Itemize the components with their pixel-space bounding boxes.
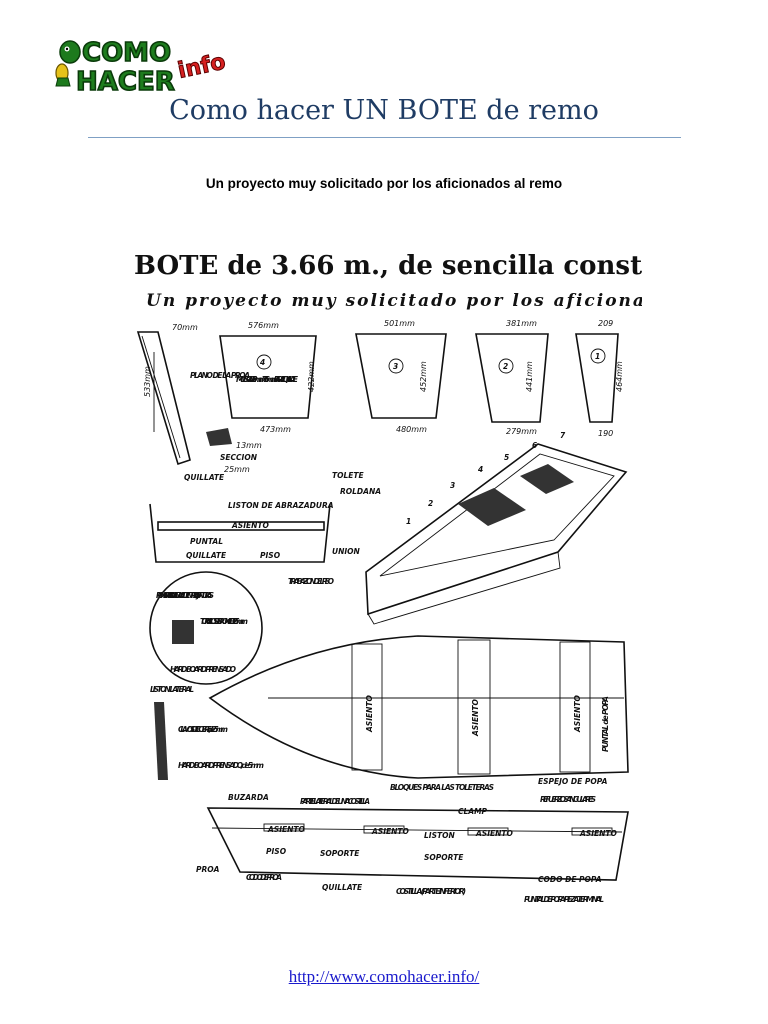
label-buzarda: BUZARDA (228, 793, 269, 802)
label-soporte-1: SOPORTE (320, 849, 360, 858)
label-costilla: COSTILLA (PARTE INFERIOR) (396, 887, 466, 896)
footer-site-link[interactable]: http://www.comohacer.info/ (288, 967, 480, 986)
label-muesca: MUESCA DE 9mm X 76mm PARA EL QUILLATE (236, 375, 299, 384)
page-title: Como hacer UN BOTE de remo (169, 95, 599, 126)
dim-501: 501mm (384, 319, 415, 328)
label-piso-side: PISO (266, 847, 287, 856)
joint-detail-drawing: PONER PABILO Y ALBAYALDE ENTRE LAS JUNTU… (149, 571, 263, 685)
label-espejo: ESPEJO DE POPA (538, 777, 608, 786)
label-puntal-de-popa: PUNTAL de POPA (601, 696, 610, 752)
dim-473: 473mm (260, 425, 291, 434)
label-refuerzos: REFUERZOS ANGULARES (540, 795, 596, 804)
label-plano-proa: PLANO DE LA PROA (190, 371, 250, 380)
frame-1-template: 209 1 464mm 190 (575, 319, 624, 438)
dim-464: 464mm (615, 361, 624, 392)
title-divider (88, 137, 681, 138)
dim-25: 25mm (224, 465, 250, 474)
dim-381: 381mm (506, 319, 537, 328)
boat-top-view: ASIENTO ASIENTO ASIENTO PUNTAL de POPA B… (208, 635, 629, 792)
label-clavos: CLAVOS DE COBRE, de 25mm (178, 725, 228, 734)
marker-6: 6 (532, 441, 537, 450)
label-piso-section: PISO (260, 551, 281, 560)
label-asiento-side-2: ASIENTO (371, 827, 410, 836)
boat-3d-drawing: 1 2 3 4 5 6 7 (365, 431, 628, 625)
page-subtitle: Un proyecto muy solicitado por los afici… (205, 176, 563, 191)
marker-3: 3 (450, 481, 455, 490)
label-codo-proa: CODO DE PROA (246, 873, 282, 882)
label-quillate-stem: QUILLATE (184, 473, 225, 482)
logo-word-hacer: HACER (76, 67, 175, 96)
plan-subheading: Un proyecto muy solicitado por los afici… (146, 291, 642, 311)
marker-1: 1 (406, 517, 411, 526)
marker-5: 5 (504, 453, 509, 462)
label-seccion: SECCION (220, 453, 258, 462)
dim-190: 190 (598, 429, 613, 438)
dim-209: 209 (598, 319, 613, 328)
frame-number-2: 2 (503, 362, 508, 371)
label-tornillos: TORNILLOS DE BRONCE DE 25mm (200, 617, 248, 626)
label-liston: LISTON (424, 831, 455, 840)
frame-number-3: 3 (393, 362, 398, 371)
label-asiento-1: ASIENTO (365, 694, 374, 733)
site-logo[interactable]: COMO HACER info (48, 28, 233, 98)
frame-2-template: 381mm 2 441mm 279mm (475, 319, 549, 436)
dim-480: 480mm (396, 425, 427, 434)
marker-4: 4 (478, 465, 483, 474)
label-bloques: BLOQUES PARA LAS TOLETERAS (390, 783, 494, 792)
label-asiento-side-1: ASIENTO (267, 825, 306, 834)
dim-533: 533mm (143, 366, 152, 397)
label-quillate-section: QUILLATE (186, 551, 227, 560)
cross-section-drawing: TOLETE ROLDANA LISTON DE ABRAZADURA ASIE… (149, 471, 381, 586)
label-proa: PROA (196, 865, 220, 874)
label-clamp: CLAMP (458, 807, 488, 816)
label-roldana: ROLDANA (340, 487, 381, 496)
label-asiento-3: ASIENTO (573, 694, 582, 733)
label-puntal-popa-pieza: PUNTAL DE POPA PIEZA TERMINAL (524, 895, 604, 904)
footer: http://www.comohacer.info/ (0, 967, 768, 987)
frame-4-template: 576mm 4 MUESCA DE 9mm X 76mm PARA EL QUI… (219, 321, 317, 434)
label-codo-popa: CODO DE POPA (538, 875, 602, 884)
side-strip-detail: LISTON LATERAL CLAVOS DE COBRE, de 25mm … (150, 685, 264, 780)
label-puntal: PUNTAL (190, 537, 223, 546)
logo-word-info: info (176, 49, 228, 83)
boat-plan-drawing: BOTE de 3.66 m., de sencilla construcció… (128, 232, 768, 916)
label-poner-pabilo: PONER PABILO Y ALBAYALDE ENTRE LAS JUNTU… (156, 591, 214, 600)
dim-441: 441mm (525, 361, 534, 392)
label-asiento-section: ASIENTO (231, 521, 270, 530)
dim-279: 279mm (506, 427, 537, 436)
mascot-icon (55, 40, 81, 87)
plan-heading: BOTE de 3.66 m., de sencilla construcció… (134, 251, 642, 281)
label-tolete: TOLETE (332, 471, 365, 480)
frame-3-template: 501mm 3 452mm 480mm (355, 319, 447, 434)
label-hard-board-5: HARD-BOARD PRENSADO, de 5mm (178, 761, 264, 770)
label-asiento-2: ASIENTO (471, 698, 480, 737)
label-asiento-side-4: ASIENTO (579, 829, 618, 838)
label-soporte-2: SOPORTE (424, 853, 464, 862)
label-asiento-side-3: ASIENTO (475, 829, 514, 838)
bow-stem-drawing: 533mm 70mm PLANO DE LA PROA 13mm SECCION… (136, 323, 262, 482)
label-parte-lateral: PARTE LATERAL DE UNA COSTILLA (300, 797, 370, 806)
marker-2: 2 (428, 499, 433, 508)
dim-576: 576mm (248, 321, 279, 330)
label-union: UNION (332, 547, 361, 556)
label-liston-abrazadura: LISTON DE ABRAZADURA (228, 501, 334, 510)
dim-452: 452mm (419, 361, 428, 392)
dim-70: 70mm (172, 323, 198, 332)
label-quillate-side: QUILLATE (322, 883, 363, 892)
dim-422: 422mm (307, 361, 316, 392)
frame-number-4: 4 (260, 358, 265, 367)
boat-side-profile: BUZARDA PARTE LATERAL DE UNA COSTILLA CL… (196, 793, 629, 904)
marker-7: 7 (560, 431, 566, 440)
logo-word-como: COMO (82, 38, 171, 68)
label-trabazon: TRABAZON DEL PISO (288, 577, 335, 586)
label-hard-board: HARD-BOARD PRENSADO (170, 665, 237, 674)
frame-number-1: 1 (595, 352, 600, 361)
label-liston-lateral: LISTON LATERAL (150, 685, 194, 694)
dim-13: 13mm (236, 441, 262, 450)
